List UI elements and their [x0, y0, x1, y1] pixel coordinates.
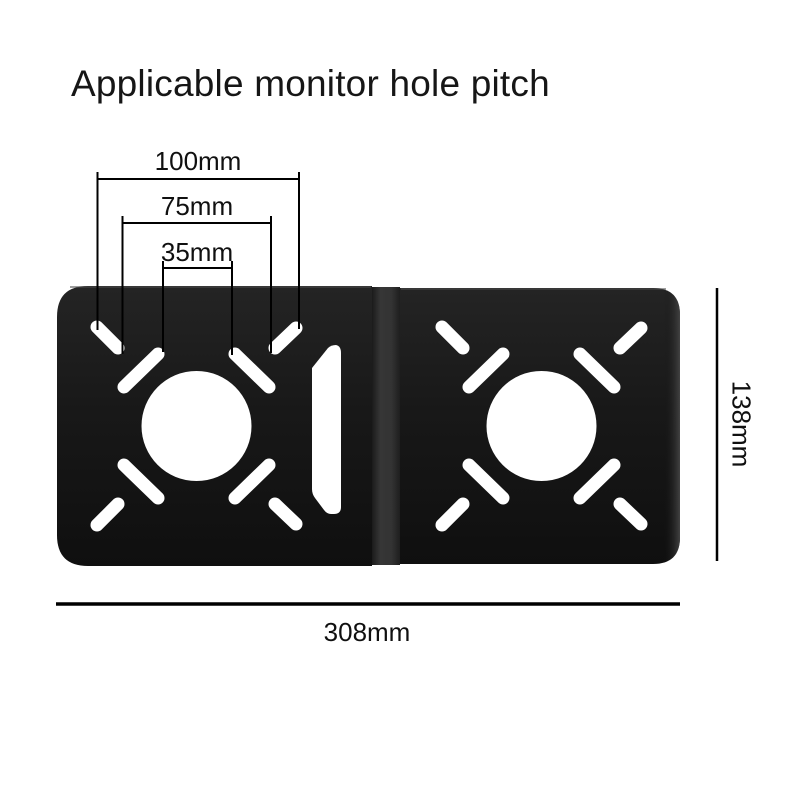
vesa-slot: [90, 320, 125, 355]
dimension-label-100mm: 100mm: [154, 146, 242, 176]
vesa-slot: [613, 497, 648, 531]
left-plate-vesa-slots: [90, 320, 303, 532]
vesa-slot: [228, 458, 276, 505]
vesa-slot: [435, 320, 470, 355]
vesa-slot: [573, 458, 621, 505]
dimension-label-35mm: 35mm: [160, 237, 234, 267]
vesa-slot: [462, 458, 510, 505]
cable-slot: [312, 345, 341, 514]
vesa-slot: [117, 458, 165, 505]
page-title: Applicable monitor hole pitch: [71, 63, 550, 104]
dimension-label-138mm: 138mm: [726, 380, 757, 468]
right-plate-vesa-slots: [435, 320, 648, 532]
vesa-slot: [613, 321, 648, 355]
leader-lines: [96, 172, 300, 355]
left-plate-center-hole: [141, 371, 252, 481]
right-plate-center-hole: [486, 371, 597, 481]
vesa-slot: [435, 497, 470, 532]
vesa-slot: [117, 347, 165, 394]
dimension-brackets: [97, 178, 299, 269]
vesa-slot: [573, 347, 621, 394]
vesa-slot: [268, 497, 303, 531]
dimension-label-75mm: 75mm: [160, 191, 234, 221]
vesa-slot: [462, 347, 510, 394]
vesa-slot: [228, 347, 276, 394]
right-plate-edge-bevel: [664, 288, 680, 564]
dimension-label-308mm: 308mm: [323, 617, 411, 647]
vesa-slot: [268, 321, 303, 355]
fold-strip: [372, 287, 400, 565]
vesa-slot: [90, 497, 125, 532]
